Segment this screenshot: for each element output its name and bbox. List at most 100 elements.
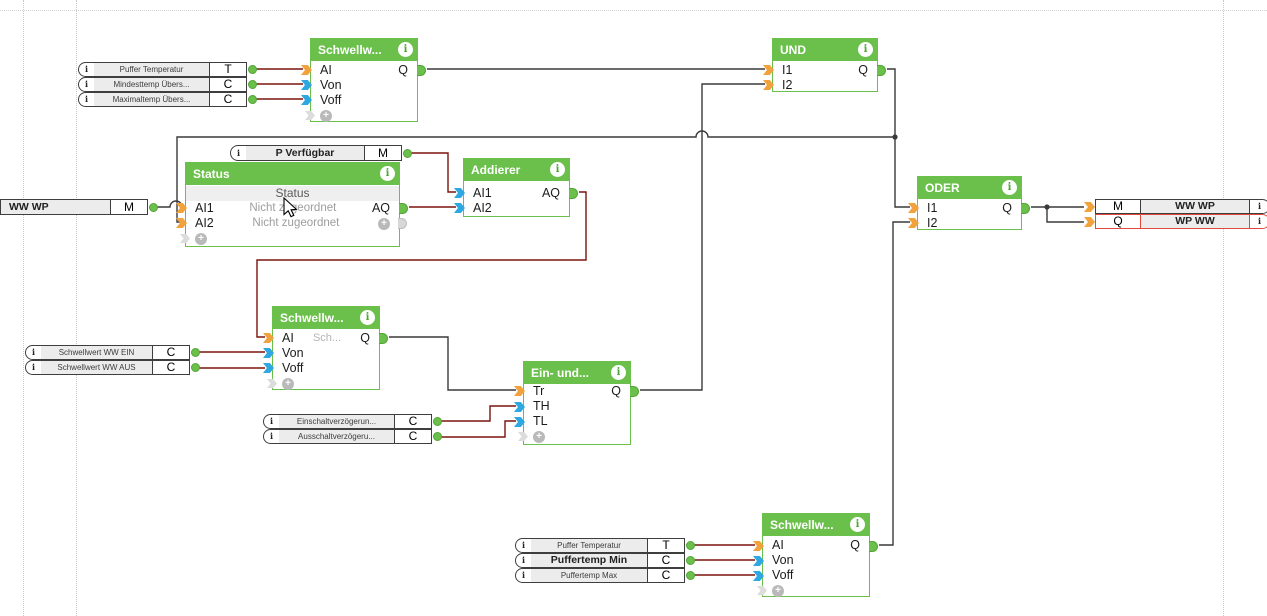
- input-label: AI1: [195, 201, 214, 215]
- input-connector-von[interactable]: [753, 556, 764, 566]
- input-label: I2: [782, 78, 793, 92]
- input-connector-voff[interactable]: [263, 363, 274, 373]
- input-ref-puffertemp-min[interactable]: i Puffertemp Min C: [515, 553, 695, 568]
- output-connector-q[interactable]: [877, 65, 886, 76]
- output-connector[interactable]: [686, 571, 695, 580]
- input-ref-label: Puffertemp Min: [531, 554, 648, 567]
- page-guide-vertical: [1223, 0, 1224, 616]
- add-output-icon[interactable]: +: [378, 217, 390, 230]
- info-icon: i: [521, 555, 526, 565]
- block-title: Schwellw... i: [311, 39, 417, 61]
- input-connector-ai1[interactable]: [454, 188, 465, 198]
- info-icon: i: [84, 64, 89, 74]
- input-connector-voff[interactable]: [301, 95, 312, 105]
- info-icon[interactable]: i: [380, 166, 395, 181]
- input-connector-voff[interactable]: [753, 571, 764, 581]
- input-ref-maximaltemp[interactable]: i Maximaltemp Übers... C: [78, 92, 257, 107]
- info-icon[interactable]: i: [550, 162, 565, 177]
- input-connector[interactable]: [1084, 202, 1095, 212]
- input-label: I1: [927, 201, 938, 215]
- output-connector[interactable]: [191, 363, 200, 372]
- input-connector-von[interactable]: [263, 348, 274, 358]
- add-input-icon[interactable]: +: [282, 377, 294, 390]
- output-connector-q[interactable]: [869, 541, 878, 552]
- input-ref-mindesttemp[interactable]: i Mindesttemp Übers... C: [78, 77, 257, 92]
- input-ref-schwellwert-ww-ein[interactable]: i Schwellwert WW EIN C: [25, 345, 200, 360]
- input-ref-puffer-temperatur-bottom[interactable]: i Puffer Temperatur T: [515, 538, 695, 553]
- input-ref-type: C: [210, 93, 246, 106]
- output-connector[interactable]: [433, 432, 442, 441]
- output-connector-q[interactable]: [630, 386, 639, 397]
- block-title: Schwellw... i: [273, 307, 379, 329]
- output-connector[interactable]: [248, 95, 257, 104]
- output-connector[interactable]: [149, 203, 158, 212]
- input-connector-ai2[interactable]: [176, 218, 187, 228]
- output-connector[interactable]: [248, 80, 257, 89]
- output-connector-aq[interactable]: [569, 188, 578, 199]
- input-connector-ai[interactable]: [753, 541, 764, 551]
- add-input-icon[interactable]: +: [533, 430, 545, 443]
- info-icon[interactable]: i: [850, 517, 865, 532]
- output-connector[interactable]: [433, 417, 442, 426]
- input-ref-puffer-temperatur-top[interactable]: i Puffer Temperatur T: [78, 62, 257, 77]
- input-connector-ai[interactable]: [263, 333, 274, 343]
- output-connector[interactable]: [686, 541, 695, 550]
- input-connector-ai1[interactable]: [176, 203, 187, 213]
- input-ref-label: Maximaltemp Übers...: [94, 93, 210, 106]
- info-icon[interactable]: i: [611, 365, 626, 380]
- output-connector-placeholder: [398, 218, 407, 229]
- input-connector-i1[interactable]: [763, 65, 774, 75]
- output-connector[interactable]: [191, 348, 200, 357]
- info-icon[interactable]: i: [398, 42, 413, 57]
- input-label: TL: [533, 414, 548, 428]
- input-connector-von[interactable]: [301, 80, 312, 90]
- input-connector[interactable]: [1084, 217, 1095, 227]
- input-connector-ai2[interactable]: [454, 203, 465, 213]
- info-icon: i: [236, 148, 241, 158]
- add-input-icon[interactable]: +: [320, 109, 332, 122]
- input-label: Von: [772, 553, 794, 567]
- input-ref-ausschaltverzoegerung[interactable]: i Ausschaltverzögeru... C: [263, 429, 442, 444]
- input-connector-tr[interactable]: [514, 386, 525, 396]
- input-connector-tl[interactable]: [514, 417, 525, 427]
- info-icon[interactable]: i: [1002, 180, 1017, 195]
- output-connector-q[interactable]: [417, 65, 426, 76]
- assignment-value[interactable]: Nicht zugeordnet: [252, 217, 340, 229]
- input-connector-i1[interactable]: [908, 203, 919, 213]
- input-ref-schwellwert-ww-aus[interactable]: i Schwellwert WW AUS C: [25, 360, 200, 375]
- output-label: Q: [398, 63, 408, 77]
- info-icon[interactable]: i: [360, 310, 375, 325]
- input-ref-einschaltverzoegerung[interactable]: i Einschaltverzögerun... C: [263, 414, 442, 429]
- output-connector[interactable]: [403, 149, 412, 158]
- output-ref-type: M: [1096, 200, 1141, 213]
- output-connector[interactable]: [686, 556, 695, 565]
- output-ref-wp-ww[interactable]: Q WP WW i: [1095, 214, 1267, 229]
- input-connector-th[interactable]: [514, 402, 525, 412]
- input-connector-i2[interactable]: [763, 80, 774, 90]
- info-icon[interactable]: i: [858, 42, 873, 57]
- input-ref-ww-wp[interactable]: WW WP M: [0, 199, 158, 215]
- add-input-icon[interactable]: +: [772, 584, 784, 597]
- output-connector-q[interactable]: [379, 333, 388, 344]
- input-connector-i2[interactable]: [908, 218, 919, 228]
- output-connector-q[interactable]: [1021, 203, 1030, 214]
- input-ref-p-verfuegbar[interactable]: i P Verfügbar M: [230, 145, 412, 161]
- block-status[interactable]: Status i Status AI1 Nicht zugeordnet AQ …: [176, 162, 408, 247]
- output-connector[interactable]: [248, 65, 257, 74]
- input-label: Tr: [533, 384, 545, 398]
- info-icon: i: [1249, 215, 1267, 228]
- output-ref-ww-wp[interactable]: M WW WP i: [1095, 199, 1267, 214]
- output-connector-aq[interactable]: [399, 203, 408, 214]
- add-input-icon[interactable]: +: [195, 232, 207, 245]
- input-connector-ai[interactable]: [301, 65, 312, 75]
- input-ref-puffertemp-max[interactable]: i Puffertemp Max C: [515, 568, 695, 583]
- input-ref-label: Schwellwert WW AUS: [41, 361, 153, 374]
